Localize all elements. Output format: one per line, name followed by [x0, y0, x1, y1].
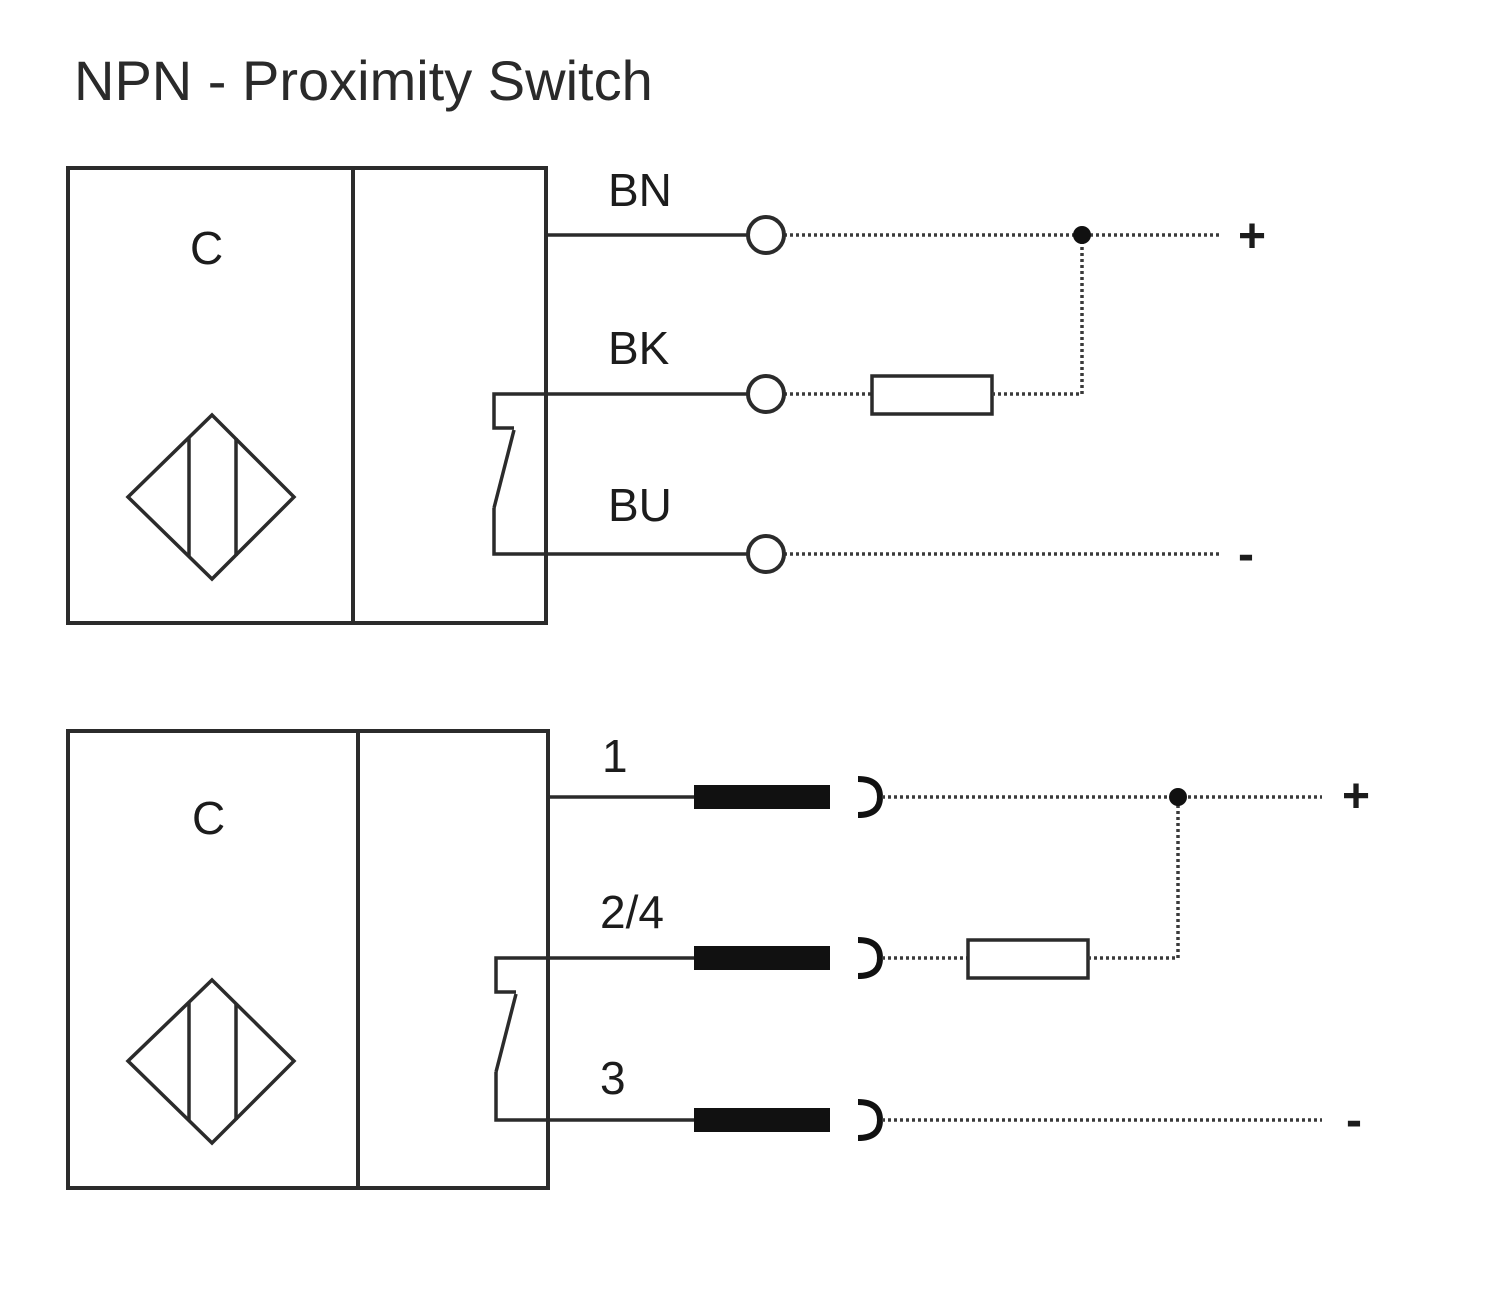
socket-pin-1-icon [857, 776, 884, 818]
supply-positive-top: + [1238, 210, 1266, 263]
junction-node-bottom-icon [1169, 788, 1187, 806]
terminal-bk-icon [746, 374, 786, 414]
top-sensor-letter: C [190, 222, 223, 274]
connector-pin-3-icon [694, 1108, 830, 1132]
socket-pin-3-icon [857, 1099, 884, 1141]
load-resistor-top-icon [870, 374, 994, 416]
wire-label-bu: BU [608, 479, 672, 531]
pin-label-2-4: 2/4 [600, 886, 664, 938]
supply-negative-bottom: - [1346, 1094, 1362, 1147]
load-resistor-bottom-icon [966, 938, 1090, 980]
socket-pin-2-4-icon [857, 937, 884, 979]
bottom-sensor-housing [66, 729, 550, 1190]
terminal-bn-icon [746, 215, 786, 255]
connector-pin-2-4-icon [694, 946, 830, 970]
supply-positive-bottom: + [1342, 770, 1370, 823]
bottom-sensor-letter: C [192, 792, 225, 844]
wire-label-bk: BK [608, 322, 670, 374]
top-diagram: C BN BK BU + [66, 164, 1266, 625]
connector-pin-1-icon [694, 785, 830, 809]
bottom-diagram: C 1 2/4 3 [66, 729, 1370, 1190]
top-sensor-housing [66, 166, 548, 625]
bottom-capacitive-symbol-icon [125, 977, 297, 1146]
junction-node-top-icon [1073, 226, 1091, 244]
top-capacitive-symbol-icon [125, 412, 297, 582]
bottom-switch-contact-icon [494, 956, 548, 1122]
top-switch-contact-icon [492, 392, 546, 556]
pin-label-1: 1 [602, 730, 628, 782]
pin-label-3: 3 [600, 1052, 626, 1104]
diagram-title: NPN - Proximity Switch [74, 49, 653, 112]
supply-negative-top: - [1238, 528, 1254, 581]
terminal-bu-icon [746, 534, 786, 574]
wire-label-bn: BN [608, 164, 672, 216]
